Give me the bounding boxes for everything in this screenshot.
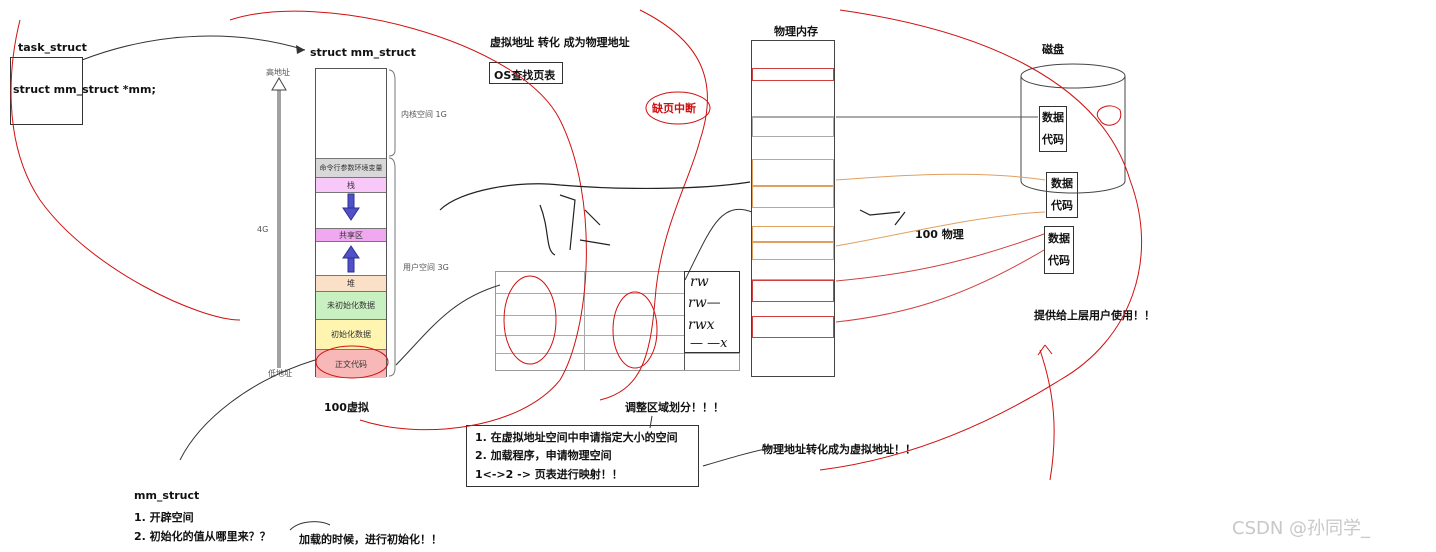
task-struct-box xyxy=(10,57,83,125)
os-page-table-label: OS查找页表 xyxy=(494,69,556,82)
physical-memory xyxy=(751,40,835,377)
disk-code-label: 代码 xyxy=(1042,133,1064,146)
permission-column xyxy=(684,271,740,353)
step-1: 1. 在虚拟地址空间中申请指定大小的空间 xyxy=(475,431,678,444)
segment-stack: 栈 xyxy=(316,178,386,193)
segment-bss: 未初始化数据 xyxy=(316,292,386,320)
phys-page xyxy=(752,242,834,260)
heap-up-arrow-icon xyxy=(342,245,360,273)
disk-title: 磁盘 xyxy=(1042,43,1064,56)
disk-data-label: 数据 xyxy=(1051,177,1073,190)
mm-struct-title: struct mm_struct xyxy=(310,46,416,59)
stack-down-arrow-icon xyxy=(342,193,360,221)
phys-page xyxy=(752,159,834,186)
answer-arrow xyxy=(289,521,331,531)
page-table-row xyxy=(496,294,739,316)
kernel-brace xyxy=(388,69,396,157)
perm-rw-dash: rw— xyxy=(688,295,721,311)
segment-env: 命令行参数环境变量 xyxy=(316,159,386,178)
phys-page xyxy=(752,226,834,242)
user-brace xyxy=(388,157,396,377)
physical-memory-title: 物理内存 xyxy=(774,25,818,38)
high-address-label: 高地址 xyxy=(266,68,290,77)
page-table-row xyxy=(496,272,739,294)
csdn-watermark: CSDN @孙同学_ xyxy=(1232,518,1371,539)
perm-rwx: rwx xyxy=(688,317,715,333)
phys-page xyxy=(752,81,834,117)
segment-heap: 堆 xyxy=(316,276,386,292)
phys-page xyxy=(752,316,834,338)
perm-x: — —x xyxy=(690,336,728,351)
notes-curve xyxy=(179,359,316,461)
segment-gap-2 xyxy=(316,242,386,276)
translate-title: 虚拟地址 转化 成为物理地址 xyxy=(490,36,630,49)
disk-file-3: 数据 代码 xyxy=(1044,226,1074,274)
step-2: 2. 加载程序，申请物理空间 xyxy=(475,449,612,462)
steps-to-phys-virt-arrow xyxy=(702,447,771,467)
adjust-arrow xyxy=(649,415,653,429)
vspace-to-table-line xyxy=(395,284,501,366)
handwriting-strokes xyxy=(439,181,906,256)
user-space-label: 用户空间 3G xyxy=(403,263,449,272)
disk-cylinder xyxy=(1020,63,1126,194)
mm-notes-title: mm_struct xyxy=(134,489,200,502)
phys-page xyxy=(752,186,834,208)
phys-page xyxy=(752,280,834,302)
phys-page xyxy=(752,68,834,81)
physical-caption: 100 物理 xyxy=(915,228,964,241)
task-struct-mm-field: struct mm_struct *mm; xyxy=(13,83,156,96)
perm-rw: rw xyxy=(690,274,709,290)
disk-data-label: 数据 xyxy=(1042,111,1064,124)
phys-page xyxy=(752,117,834,137)
segment-kernel xyxy=(316,69,386,159)
segment-data: 初始化数据 xyxy=(316,320,386,350)
step-3: 1<->2 -> 页表进行映射！！ xyxy=(475,468,623,481)
phys-page xyxy=(752,260,834,280)
phys-to-virt-label: 物理地址转化成为虚拟地址！！ xyxy=(762,443,916,456)
mm-notes-item-2: 2. 初始化的值从哪里来？？ xyxy=(134,530,271,543)
table-to-phys-line xyxy=(684,208,753,281)
virtual-address-space: 命令行参数环境变量 栈 共享区 堆 未初始化数据 初始化数据 正文代码 xyxy=(315,68,387,378)
segment-shared: 共享区 xyxy=(316,229,386,242)
page-table-row xyxy=(496,316,739,336)
disk-file-1: 数据 代码 xyxy=(1039,106,1067,152)
steps-box xyxy=(466,425,699,487)
task-struct-title: task_struct xyxy=(18,41,87,54)
page-fault-label: 缺页中断 xyxy=(652,102,696,115)
mm-pointer-arrow xyxy=(81,35,306,61)
os-page-table-box xyxy=(489,62,563,84)
disk-file-2: 数据 代码 xyxy=(1046,172,1078,218)
adjust-region-label: 调整区域划分！！！ xyxy=(625,401,724,414)
virtual-caption: 100虚拟 xyxy=(324,401,369,414)
size-4g-label: 4G xyxy=(257,225,269,234)
mm-notes-item-1: 1. 开辟空间 xyxy=(134,511,194,524)
page-table-col-divider xyxy=(584,272,585,370)
disk-code-label: 代码 xyxy=(1048,254,1070,267)
disk-data-label: 数据 xyxy=(1048,232,1070,245)
mm-notes-answer: 加载的时候，进行初始化！！ xyxy=(299,533,442,546)
red-annotation-strokes xyxy=(10,9,1143,481)
segment-gap-1 xyxy=(316,193,386,229)
kernel-space-label: 内核空间 1G xyxy=(401,110,447,119)
disk-code-label: 代码 xyxy=(1051,199,1073,212)
disk-to-memory-arrows xyxy=(835,116,1046,323)
up-arrow-icon xyxy=(271,77,287,368)
